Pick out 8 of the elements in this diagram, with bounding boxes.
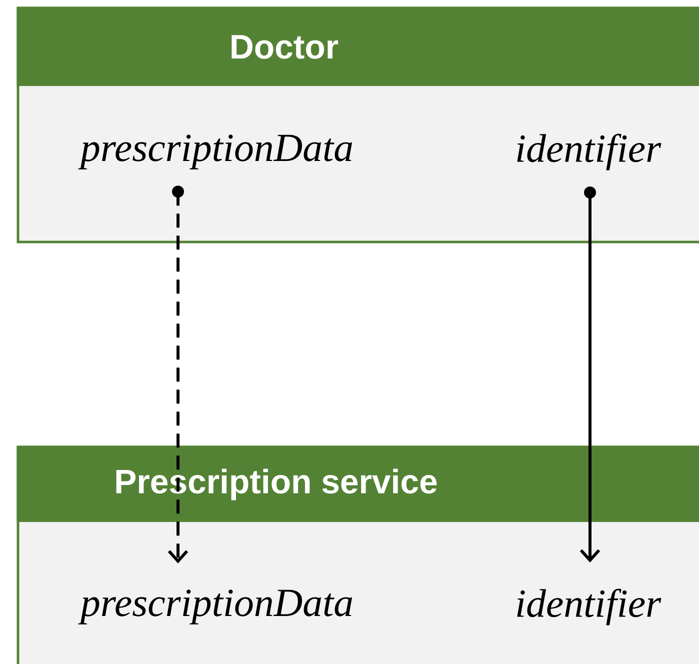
field-label: prescriptionData xyxy=(78,134,352,170)
field-label: identifier xyxy=(517,134,662,170)
arrow xyxy=(580,186,600,563)
arrow xyxy=(168,186,188,564)
field-label: prescriptionData xyxy=(78,590,352,624)
panel-title: Prescription service xyxy=(116,468,437,500)
panel-title: Doctor xyxy=(232,35,338,59)
field-label: identifier xyxy=(517,588,662,626)
